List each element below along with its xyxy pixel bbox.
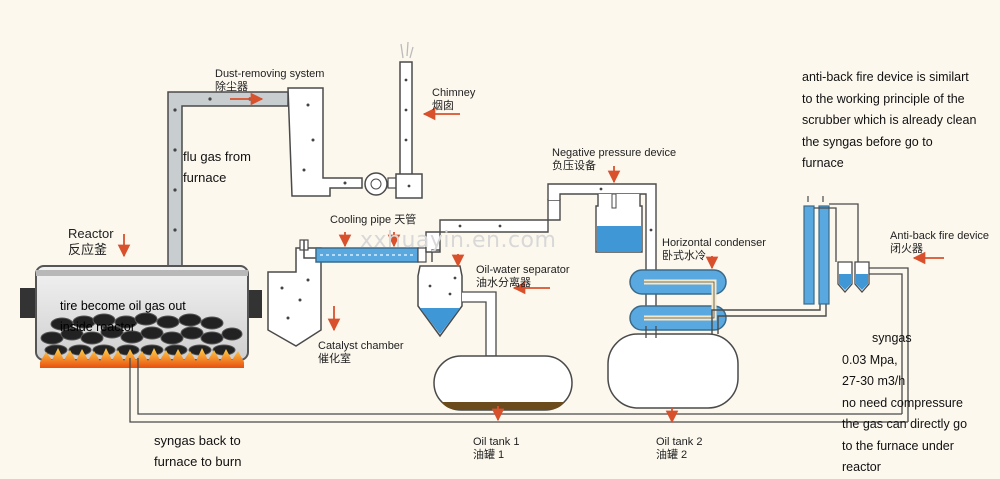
label-chimney: Chimney 烟囱 — [432, 87, 476, 112]
label-oil-tank-2: Oil tank 2 油罐 2 — [656, 436, 703, 461]
gas-line-anti-back-fire — [711, 302, 827, 334]
label-catalyst-chamber: Catalyst chamber 催化室 — [318, 340, 404, 365]
label-negative-pressure: Negative pressure device 负压设备 — [552, 147, 677, 172]
anti-back-fire-device — [803, 196, 909, 422]
oil-water-separator — [417, 249, 497, 357]
watermark: xxhuayin.en.com — [360, 228, 557, 253]
label-oil-water-separator: Oil-water separator 油水分离器 — [476, 264, 570, 289]
label-reactor-inside: tire become oil gas out inside reactor — [60, 299, 186, 334]
furnace-fire — [40, 348, 244, 368]
label-syngas-back: syngas back to furnace to burn — [154, 433, 242, 469]
label-flu-gas: flu gas from furnace — [183, 149, 251, 185]
syngas-return-line — [129, 358, 908, 423]
catalyst-chamber — [267, 239, 322, 347]
label-horizontal-condenser: Horizontal condenser 卧式水冷 — [662, 237, 766, 262]
note-syngas: syngas 0.03 Mpa, 27-30 m3/h no need comp… — [842, 331, 968, 474]
oil-tank-1 — [433, 355, 573, 411]
label-dust-removing: Dust-removing system 除尘器 — [215, 68, 325, 93]
flow-arrows — [117, 92, 944, 424]
label-oil-tank-1: Oil tank 1 油罐 1 — [473, 436, 520, 461]
dust-removing-system — [287, 87, 401, 197]
oil-tank-2 — [607, 326, 739, 409]
label-reactor: Reactor 反应釜 — [68, 226, 114, 257]
note-anti-back-fire: anti-back fire device is similart to the… — [802, 70, 977, 170]
negative-pressure-device — [595, 193, 643, 253]
horizontal-condenser — [629, 269, 727, 331]
cooling-pipe — [303, 240, 427, 263]
chimney — [395, 41, 423, 199]
label-anti-back-fire: Anti-back fire device 闭火器 — [890, 230, 990, 255]
label-cooling-pipe: Cooling pipe 天管 — [330, 214, 417, 226]
